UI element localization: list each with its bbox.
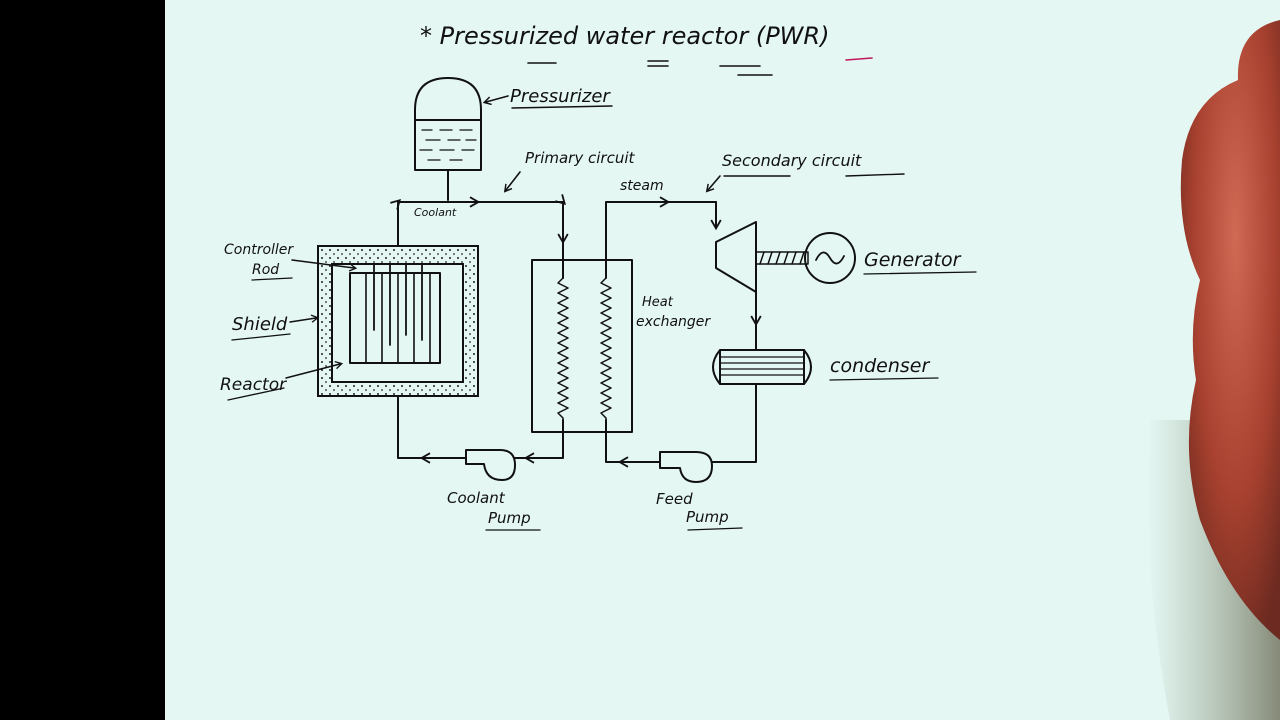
label-pressurizer: Pressurizer: [510, 86, 611, 107]
reactor-core: [349, 264, 441, 364]
label-coolant-pump-line1: Coolant: [447, 489, 506, 507]
label-feed-pump-line2: Pump: [686, 508, 729, 526]
title-underlines: [527, 57, 873, 76]
feed-pump: [659, 451, 713, 483]
label-shield: Shield: [232, 314, 288, 335]
turbine-shaft: [755, 251, 809, 265]
label-primary-circuit: Primary circuit: [525, 149, 635, 167]
turbine: [715, 221, 757, 293]
secondary-loop: [605, 196, 762, 468]
coolant-pump: [465, 449, 516, 481]
label-secondary-circuit: Secondary circuit: [722, 151, 862, 170]
heat-exchanger: [531, 259, 633, 433]
label-heat-exchanger-line2: exchanger: [636, 314, 711, 330]
label-reactor: Reactor: [220, 375, 287, 395]
label-condenser: condenser: [830, 355, 930, 377]
label-coolant-pump-line2: Pump: [488, 509, 531, 527]
condenser: [712, 349, 812, 385]
label-controller-rod-line1: Controller: [224, 242, 294, 258]
label-coolant: Coolant: [414, 206, 457, 219]
diagram-title: * Pressurized water reactor (PWR): [420, 22, 829, 50]
label-steam: steam: [620, 178, 664, 194]
label-generator: Generator: [864, 249, 962, 271]
pressurizer: [414, 77, 482, 201]
label-controller-rod-line2: Rod: [252, 262, 279, 278]
label-heat-exchanger-line1: Heat: [642, 295, 674, 310]
generator: [804, 232, 856, 284]
label-feed-pump-line1: Feed: [656, 490, 693, 508]
